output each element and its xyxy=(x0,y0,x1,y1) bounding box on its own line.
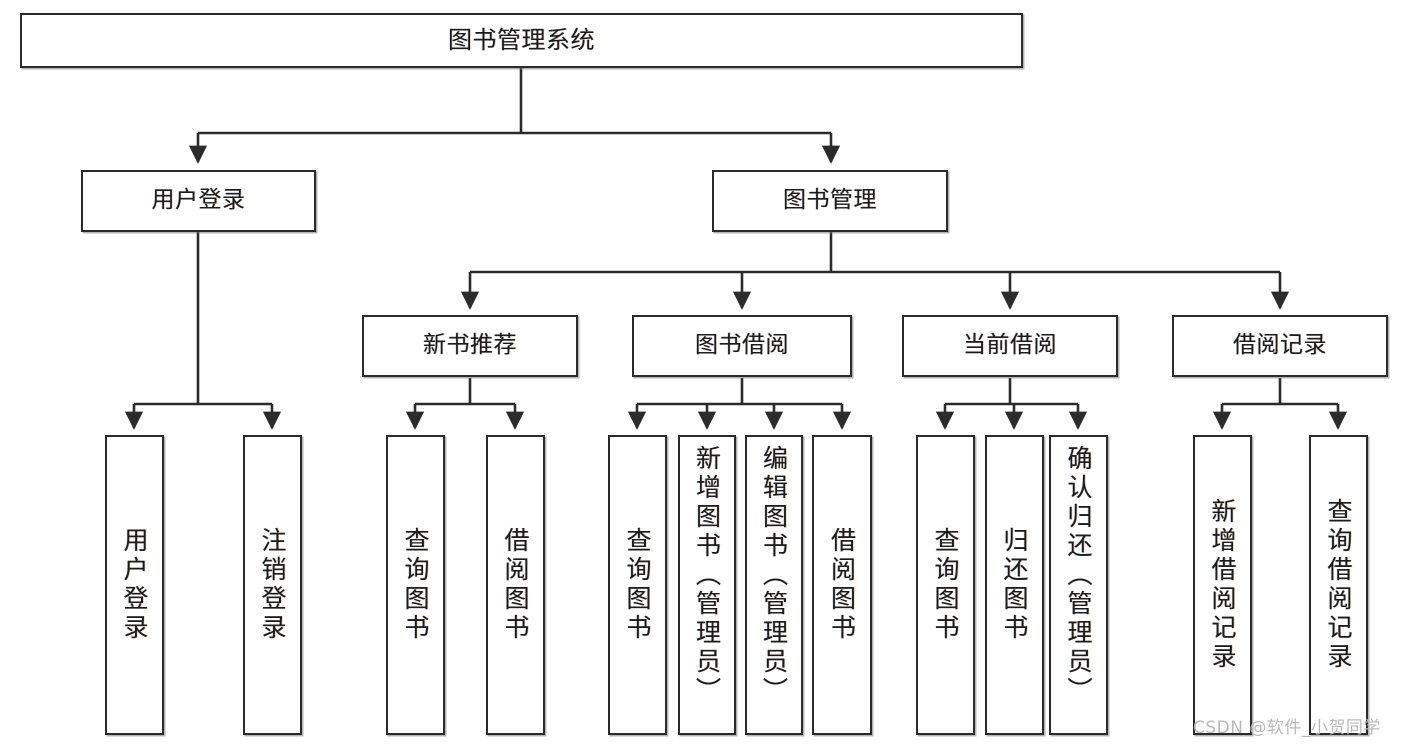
node-label: 借阅记录 xyxy=(1233,332,1327,359)
node-borrow-record[interactable]: 借阅记录 xyxy=(1172,315,1388,377)
leaf-new-book-query-book[interactable]: 查询图书 xyxy=(386,435,445,735)
node-label: 借阅图书 xyxy=(827,527,857,643)
csdn-watermark: CSDN @软件_小贺同学 xyxy=(1193,718,1381,738)
node-label: 新增图书（管理员） xyxy=(692,445,722,706)
node-root-system[interactable]: 图书管理系统 xyxy=(20,13,1023,68)
node-label: 注销登录 xyxy=(258,527,287,643)
node-label: 查询借阅记录 xyxy=(1324,498,1353,672)
node-label: 编辑图书（管理员） xyxy=(759,445,789,706)
node-label: 新书推荐 xyxy=(423,332,517,359)
leaf-user-login-signout[interactable]: 注销登录 xyxy=(243,435,302,735)
leaf-book-borrow-query-book[interactable]: 查询图书 xyxy=(608,435,667,735)
node-label: 图书管理系统 xyxy=(448,26,595,55)
node-label: 图书管理 xyxy=(783,187,877,214)
leaf-book-borrow-borrow-book[interactable]: 借阅图书 xyxy=(812,435,872,735)
node-label: 图书借阅 xyxy=(695,332,789,359)
node-user-login[interactable]: 用户登录 xyxy=(81,170,316,232)
node-new-book-recommend[interactable]: 新书推荐 xyxy=(362,315,578,377)
leaf-user-login-signin[interactable]: 用户登录 xyxy=(105,435,164,735)
node-label: 借阅图书 xyxy=(501,527,530,643)
node-book-borrow[interactable]: 图书借阅 xyxy=(632,315,852,377)
node-book-management[interactable]: 图书管理 xyxy=(712,170,948,232)
node-current-borrow[interactable]: 当前借阅 xyxy=(902,315,1118,377)
leaf-borrow-record-add-record[interactable]: 新增借阅记录 xyxy=(1193,435,1252,735)
leaf-current-borrow-return-book[interactable]: 归还图书 xyxy=(985,435,1044,735)
leaf-current-borrow-query-book[interactable]: 查询图书 xyxy=(916,435,975,735)
node-label: 查询图书 xyxy=(401,527,430,643)
node-label: 新增借阅记录 xyxy=(1208,498,1237,672)
leaf-book-borrow-edit-book-admin[interactable]: 编辑图书（管理员） xyxy=(745,435,803,735)
node-label: 查询图书 xyxy=(931,527,960,643)
node-label: 查询图书 xyxy=(623,527,652,643)
node-label: 当前借阅 xyxy=(963,332,1057,359)
node-label: 归还图书 xyxy=(1000,527,1029,643)
node-label: 用户登录 xyxy=(120,527,149,643)
leaf-current-borrow-confirm-return-admin[interactable]: 确认归还（管理员） xyxy=(1049,435,1108,735)
node-label: 用户登录 xyxy=(151,187,246,214)
leaf-borrow-record-query-record[interactable]: 查询借阅记录 xyxy=(1309,435,1368,735)
leaf-book-borrow-add-book-admin[interactable]: 新增图书（管理员） xyxy=(678,435,736,735)
leaf-new-book-borrow-book[interactable]: 借阅图书 xyxy=(486,435,545,735)
node-label: 确认归还（管理员） xyxy=(1064,445,1093,706)
